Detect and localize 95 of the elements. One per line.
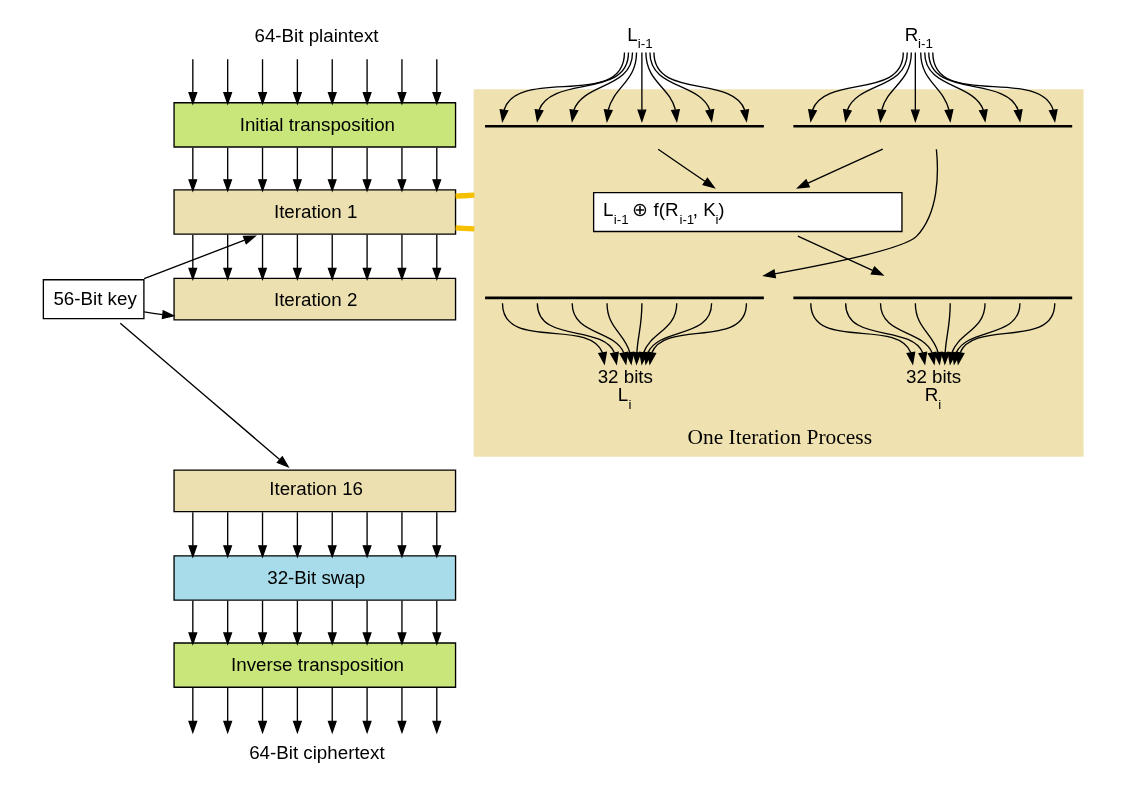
arrow (143, 309, 176, 320)
arrow (362, 600, 372, 646)
arrow (292, 147, 303, 193)
node-text: R$_{i-1}$ (904, 23, 933, 52)
node-text: 32 bits R$_{i}$ (905, 365, 962, 412)
arrow (910, 51, 921, 123)
arrow (362, 511, 372, 559)
arrow (940, 302, 951, 366)
arrow (188, 600, 198, 646)
node-text: 64-Bit ciphertext (249, 742, 385, 764)
arrow (327, 511, 337, 559)
arrow (362, 147, 372, 193)
arrow (762, 148, 939, 279)
arrow (397, 58, 407, 106)
arrow (223, 600, 233, 646)
arrow (188, 234, 198, 282)
arrow (432, 600, 442, 646)
arrow (257, 687, 268, 735)
arrow (327, 600, 337, 646)
arrow (292, 600, 303, 646)
arrow (223, 58, 233, 106)
arrow (397, 234, 407, 282)
arrow (649, 51, 715, 123)
node-text: 32 bits L$_{i}$ (597, 365, 653, 412)
arrow (327, 234, 337, 282)
arrow (432, 147, 442, 193)
arrow (397, 147, 407, 193)
arrow (327, 687, 337, 735)
arrow (653, 51, 750, 123)
arrow (223, 511, 233, 559)
connector (455, 192, 475, 199)
arrow (845, 302, 928, 366)
arrow (569, 51, 634, 123)
arrow (499, 51, 626, 123)
arrow (257, 58, 268, 106)
arrow (257, 147, 268, 193)
arrow (807, 51, 904, 123)
arrow (810, 302, 916, 366)
arrow (257, 234, 268, 282)
arrow (501, 302, 608, 366)
node-brace (485, 296, 764, 300)
arrow (327, 147, 337, 193)
arrow (928, 51, 1023, 123)
arrow (637, 51, 647, 123)
arrow (645, 51, 681, 123)
arrow (362, 687, 372, 735)
arrow (432, 234, 442, 282)
arrow (924, 51, 988, 123)
arrow (223, 147, 233, 193)
arrow (606, 302, 635, 366)
arrow (292, 58, 303, 106)
arrow (879, 302, 937, 366)
arrow (877, 51, 912, 123)
arrow (362, 58, 372, 106)
arrow (920, 51, 954, 123)
arrow (842, 51, 908, 123)
node-brace (793, 124, 1073, 128)
arrow (432, 687, 442, 735)
arrow (223, 687, 233, 735)
arrow (536, 302, 619, 366)
arrow (632, 302, 643, 366)
node-brace (485, 124, 764, 128)
arrow (397, 687, 407, 735)
arrow (914, 302, 943, 366)
arrow (292, 234, 303, 282)
arrow (188, 687, 198, 735)
arrow (327, 58, 337, 106)
arrow (796, 148, 884, 189)
node-text: 64-Bit plaintext (254, 25, 379, 47)
arrow (362, 234, 372, 282)
arrow (797, 235, 885, 276)
arrow (432, 58, 442, 106)
arrow (257, 511, 268, 559)
arrow (932, 51, 1058, 123)
arrow (188, 147, 198, 193)
arrow (257, 600, 268, 646)
arrow (188, 511, 198, 559)
arrow (534, 51, 630, 123)
connector (455, 225, 475, 232)
arrow (432, 511, 442, 559)
arrow (188, 58, 198, 106)
arrow (119, 322, 290, 468)
arrow (955, 302, 1056, 366)
node-brace (793, 296, 1073, 300)
arrow (397, 600, 407, 646)
arrow (603, 51, 638, 123)
node-text: L$_{i-1}$ (627, 23, 653, 52)
arrow (647, 302, 748, 366)
arrow (292, 511, 303, 559)
arrow (223, 234, 233, 282)
arrow (571, 302, 629, 366)
arrow (292, 687, 303, 735)
arrow (657, 148, 716, 189)
arrow (397, 511, 407, 559)
arrow (143, 235, 257, 280)
